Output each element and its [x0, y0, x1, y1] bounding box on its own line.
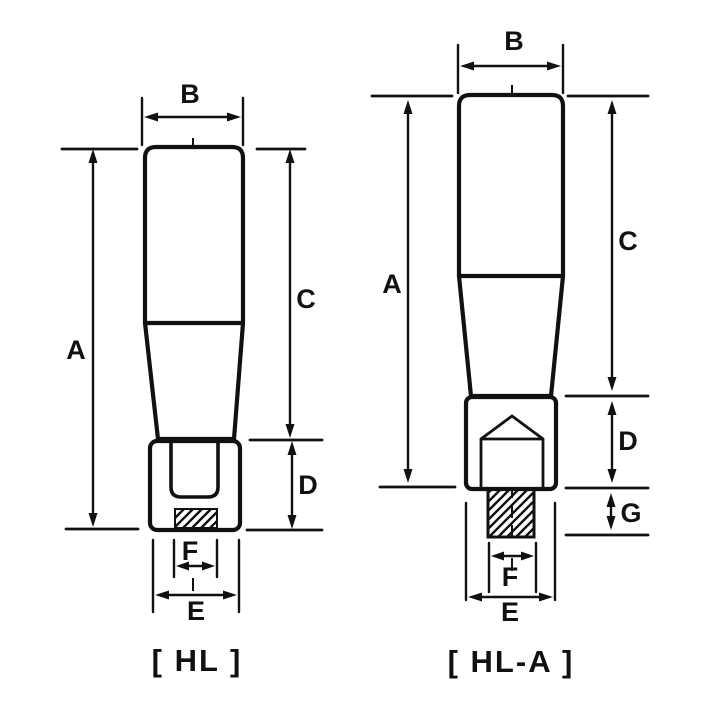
dim-f-ticks — [172, 538, 219, 579]
dim-label-f: F — [182, 536, 199, 566]
arrowhead-up-icon — [287, 441, 297, 455]
hla-extension-lines — [370, 94, 650, 537]
arrowhead-down-icon — [607, 469, 617, 483]
arrowhead-left-icon — [176, 561, 189, 571]
arrowhead-right-icon — [227, 112, 241, 122]
socket-cavity — [169, 440, 220, 499]
grip-and-taper-outline — [456, 92, 566, 399]
hla-dim-a: A — [382, 100, 413, 483]
hla-dim-c: C — [607, 100, 638, 391]
arrowhead-right-icon — [223, 590, 237, 600]
arrowhead-up-icon — [607, 401, 617, 415]
dim-label-b: B — [180, 79, 200, 109]
dim-label-b: B — [504, 26, 524, 56]
dim-label-d: D — [618, 426, 638, 456]
hla-dim-b: B — [456, 26, 565, 95]
hla-dim-d: D — [607, 401, 638, 483]
hl-extension-lines — [60, 147, 324, 532]
arrowhead-right-icon — [547, 61, 561, 71]
arrowhead-down-icon — [607, 377, 617, 391]
dim-label-f: F — [502, 562, 519, 592]
caption-hl: [ HL ] — [152, 643, 243, 678]
arrowhead-left-icon — [468, 592, 482, 602]
arrowhead-right-icon — [202, 561, 215, 571]
arrowhead-down-icon — [606, 516, 616, 530]
dim-label-c: C — [618, 226, 638, 256]
arrowhead-down-icon — [403, 469, 413, 483]
dim-f-ticks — [487, 541, 538, 594]
dim-label-d: D — [298, 470, 318, 500]
hl-dim-c: C — [285, 149, 316, 438]
hl-dim-d: D — [287, 441, 318, 529]
hla-dim-e: E — [464, 501, 557, 627]
dim-label-a: A — [66, 335, 86, 365]
arrowhead-down-icon — [285, 424, 295, 438]
arrowhead-left-icon — [155, 590, 169, 600]
dim-label-a: A — [382, 269, 402, 299]
dim-label-c: C — [296, 284, 316, 314]
tapped-thread-hatch — [174, 508, 218, 529]
arrowhead-left-icon — [491, 551, 504, 561]
hl-part-outline — [142, 144, 246, 533]
hl-dim-a: A — [66, 149, 98, 527]
arrowhead-up-icon — [403, 100, 413, 114]
hla-dim-g: G — [606, 493, 642, 530]
threaded-stud-hatch — [486, 487, 536, 539]
arrowhead-down-icon — [88, 513, 98, 527]
arrowhead-right-icon — [539, 592, 553, 602]
arrowhead-right-icon — [521, 551, 534, 561]
hl-dim-f: F — [172, 536, 219, 579]
dim-b-ticks — [140, 96, 245, 147]
hl-dim-e: E — [151, 538, 241, 626]
figure-hla: A B C D G — [370, 26, 650, 679]
arrowhead-down-icon — [287, 515, 297, 529]
arrowhead-up-icon — [88, 149, 98, 163]
arrowhead-up-icon — [607, 100, 617, 114]
arrowhead-up-icon — [285, 149, 295, 163]
dim-b-ticks — [456, 43, 565, 95]
dim-e-ticks — [464, 501, 557, 602]
dim-label-e: E — [501, 597, 519, 627]
arrowhead-left-icon — [144, 112, 158, 122]
arrowhead-up-icon — [606, 493, 616, 507]
dim-e-ticks — [151, 538, 241, 614]
hla-dim-f: F — [487, 541, 538, 594]
dim-label-g: G — [620, 498, 641, 528]
hl-dim-b: B — [140, 79, 245, 147]
dim-label-e: E — [187, 596, 205, 626]
caption-hla: [ HL-A ] — [448, 644, 575, 679]
hla-part-outline — [456, 92, 566, 539]
grip-and-taper-outline — [142, 144, 246, 442]
figure-hl: A B C D E — [60, 79, 324, 678]
insert-cone-outline — [479, 414, 545, 491]
arrowhead-left-icon — [460, 61, 474, 71]
